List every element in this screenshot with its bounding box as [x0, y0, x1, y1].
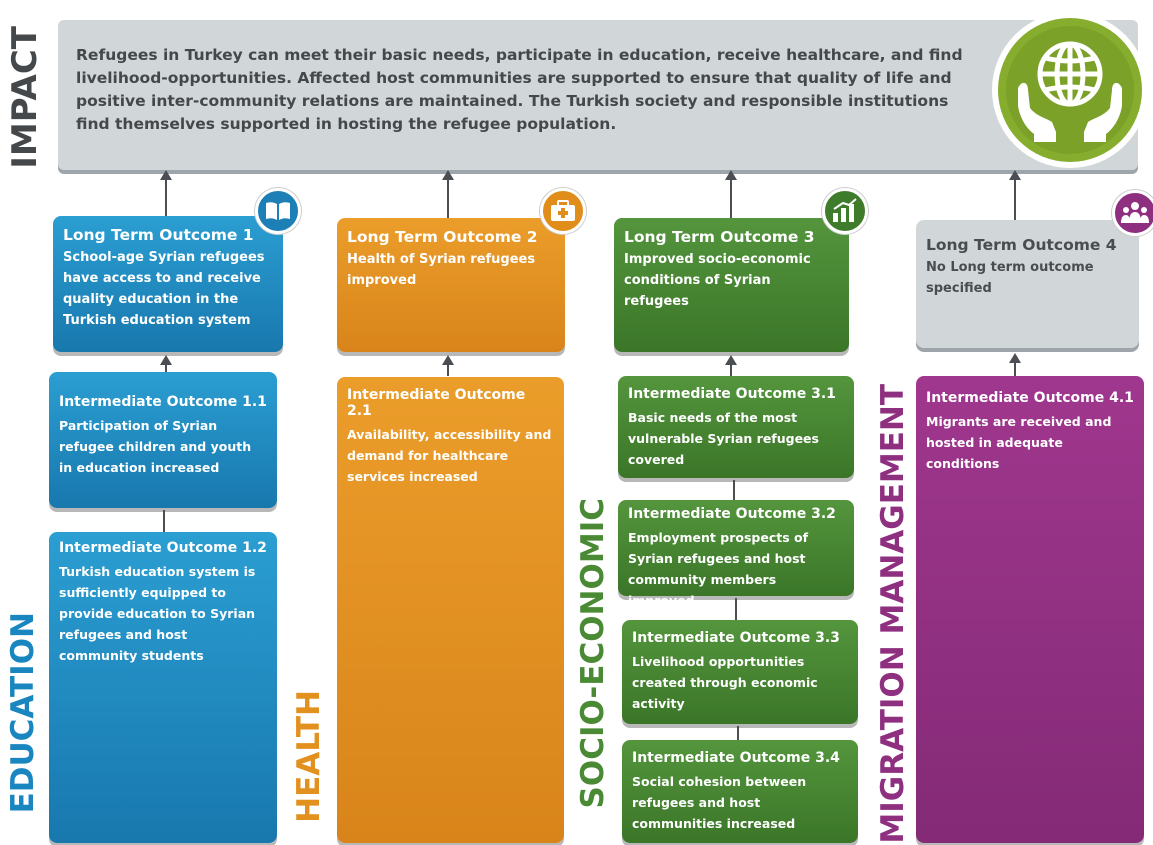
long-term-outcome-text: No Long term outcome specified: [926, 260, 1094, 296]
impact-text: Refugees in Turkey can meet their basic …: [76, 46, 963, 133]
globe-in-hands-icon: [990, 10, 1150, 170]
intermediate-outcome-text: Livelihood opportunities created through…: [632, 654, 818, 711]
long-term-outcome-title: Long Term Outcome 1: [63, 226, 254, 244]
impact-label: IMPACT: [5, 26, 45, 169]
long-term-outcome-2: Long Term Outcome 2 Health of Syrian ref…: [337, 218, 565, 352]
intermediate-outcome-title: Intermediate Outcome 2.1: [347, 387, 526, 419]
intermediate-outcome-text: Basic needs of the most vulnerable Syria…: [628, 410, 819, 467]
intermediate-outcome-1-2: Intermediate Outcome 1.2 Turkish educati…: [49, 532, 277, 843]
long-term-outcome-title: Long Term Outcome 2: [347, 228, 538, 246]
intermediate-outcome-text: Migrants are received and hosted in adeq…: [926, 414, 1112, 471]
intermediate-outcome-text: Employment prospects of Syrian refugees …: [628, 530, 809, 608]
book-icon: [255, 188, 301, 234]
intermediate-outcome-text: Social cohesion between refugees and hos…: [632, 774, 807, 831]
education-sector-label: EDUCATION: [5, 612, 41, 814]
long-term-outcome-1: Long Term Outcome 1 School-age Syrian re…: [53, 216, 283, 352]
intermediate-outcome-4-1: Intermediate Outcome 4.1 Migrants are re…: [916, 376, 1144, 843]
long-term-outcome-text: School-age Syrian refugees have access t…: [63, 250, 265, 328]
intermediate-outcome-title: Intermediate Outcome 3.1: [628, 386, 836, 402]
intermediate-outcome-3-2: Intermediate Outcome 3.2 Employment pros…: [618, 500, 854, 608]
bar-chart-growth-icon: [822, 188, 868, 234]
people-group-icon: [1112, 190, 1153, 236]
long-term-outcome-text: Health of Syrian refugees improved: [347, 252, 536, 288]
intermediate-outcome-3-1: Intermediate Outcome 3.1 Basic needs of …: [618, 376, 854, 478]
health-sector-label: HEALTH: [291, 690, 327, 823]
long-term-outcome-3: Long Term Outcome 3 Improved socio-econo…: [614, 218, 849, 352]
intermediate-outcome-title: Intermediate Outcome 3.4: [632, 750, 840, 766]
impact-box: [58, 20, 1138, 170]
intermediate-outcome-3-4: Intermediate Outcome 3.4 Social cohesion…: [622, 740, 858, 843]
intermediate-outcome-text: Availability, accessibility and demand f…: [347, 427, 552, 484]
intermediate-outcome-3-3: Intermediate Outcome 3.3 Livelihood oppo…: [622, 620, 858, 724]
long-term-outcome-text: Improved socio-economic conditions of Sy…: [624, 252, 811, 309]
migration-management-sector-label: MIGRATION MANAGEMENT: [875, 384, 911, 844]
intermediate-outcome-title: Intermediate Outcome 3.3: [632, 630, 840, 646]
intermediate-outcome-title: Intermediate Outcome 1.2: [59, 540, 267, 556]
long-term-outcome-4: Long Term Outcome 4 No Long term outcome…: [916, 220, 1139, 348]
intermediate-outcome-text: Participation of Syrian refugee children…: [59, 418, 252, 475]
first-aid-kit-icon: [540, 188, 586, 234]
long-term-outcome-title: Long Term Outcome 3: [624, 228, 815, 246]
intermediate-outcome-title: Intermediate Outcome 1.1: [59, 394, 267, 410]
socio-economic-sector-label: SOCIO-ECONOMIC: [575, 498, 611, 809]
long-term-outcome-title: Long Term Outcome 4: [926, 236, 1117, 254]
intermediate-outcome-1-1: Intermediate Outcome 1.1 Participation o…: [49, 372, 277, 508]
intermediate-outcome-title: Intermediate Outcome 4.1: [926, 390, 1134, 406]
intermediate-outcome-title: Intermediate Outcome 3.2: [628, 506, 836, 522]
intermediate-outcome-2-1: Intermediate Outcome 2.1 Availability, a…: [337, 377, 564, 843]
intermediate-outcome-text: Turkish education system is sufficiently…: [59, 564, 256, 663]
